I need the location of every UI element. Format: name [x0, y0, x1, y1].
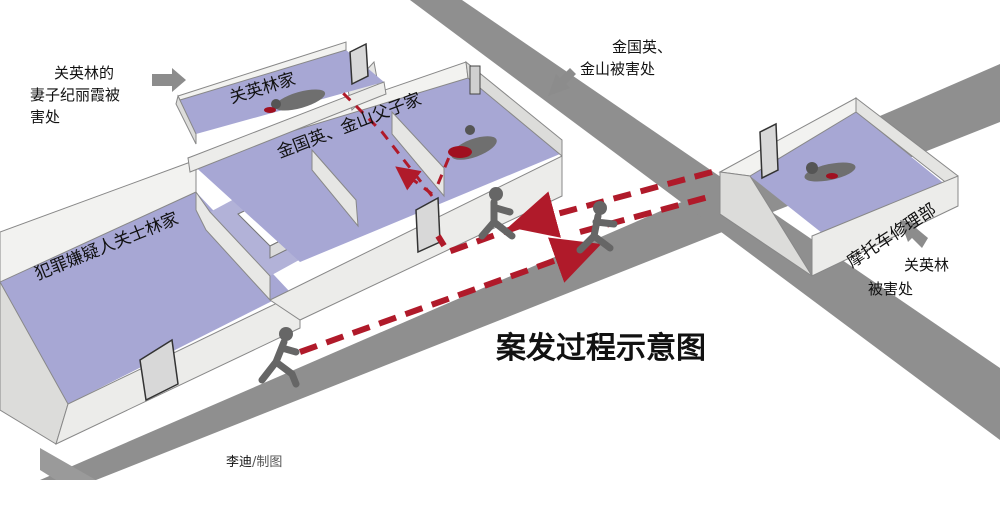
path-to-victim — [436, 149, 454, 185]
jin-house-partition-2 — [391, 110, 445, 198]
credit-author: 李迪/制图 — [226, 455, 282, 470]
jin-house-window — [469, 65, 481, 95]
annotation-guan-line-2: 被害处 — [868, 280, 913, 298]
victim-figure-icon — [804, 162, 856, 182]
road-vertical — [410, 0, 1000, 440]
victim-figure-icon — [448, 125, 497, 160]
annotation-wife-line-2: 妻子纪丽霞被 — [30, 86, 120, 104]
jin-house-partition-1 — [311, 148, 359, 228]
guan-house-door — [349, 42, 369, 86]
path-into-jin-door — [435, 223, 522, 256]
diagram-title: 案发过程示意图 — [496, 331, 706, 366]
suspect-figure-icon — [478, 187, 516, 240]
victim-figure-icon — [264, 89, 326, 113]
jin-house-front-wall — [269, 155, 563, 321]
sidewalk — [40, 448, 96, 480]
guan-house-left-wall — [175, 94, 197, 145]
suspect-house-floor — [0, 192, 290, 404]
movement-path — [298, 169, 713, 355]
grey-arrow-icon — [900, 220, 928, 248]
annotation-wife-line-3: 害处 — [30, 108, 60, 126]
annotation-jin-line-2: 金山被害处 — [580, 60, 655, 78]
jin-house-floor — [190, 78, 560, 262]
grey-arrow-icon — [548, 68, 576, 96]
motorcycle-shop — [718, 96, 959, 277]
annotation-jin-line-1: 金国英、 — [612, 38, 672, 56]
guan-house-front-wall — [187, 81, 387, 173]
path-street-to-shop — [298, 237, 602, 355]
shop-door — [759, 122, 779, 180]
guan-house-floor — [180, 50, 384, 134]
path-shop-to-jin — [508, 169, 713, 238]
suspect-figure-icon — [576, 201, 618, 254]
suspect-figure-icon — [258, 327, 300, 388]
path-to-guan-house — [340, 90, 434, 197]
annotation-wife-line-1: 关英林的 — [54, 64, 114, 82]
annotation-guan-line-1: 关英林 — [904, 256, 949, 274]
grey-arrow-icon — [152, 68, 186, 92]
path-to-shop-door — [579, 193, 713, 235]
suspect-house-door — [139, 338, 179, 402]
indoor-path — [340, 90, 454, 197]
shop-front-wall — [811, 175, 959, 277]
guan-house — [175, 41, 387, 173]
